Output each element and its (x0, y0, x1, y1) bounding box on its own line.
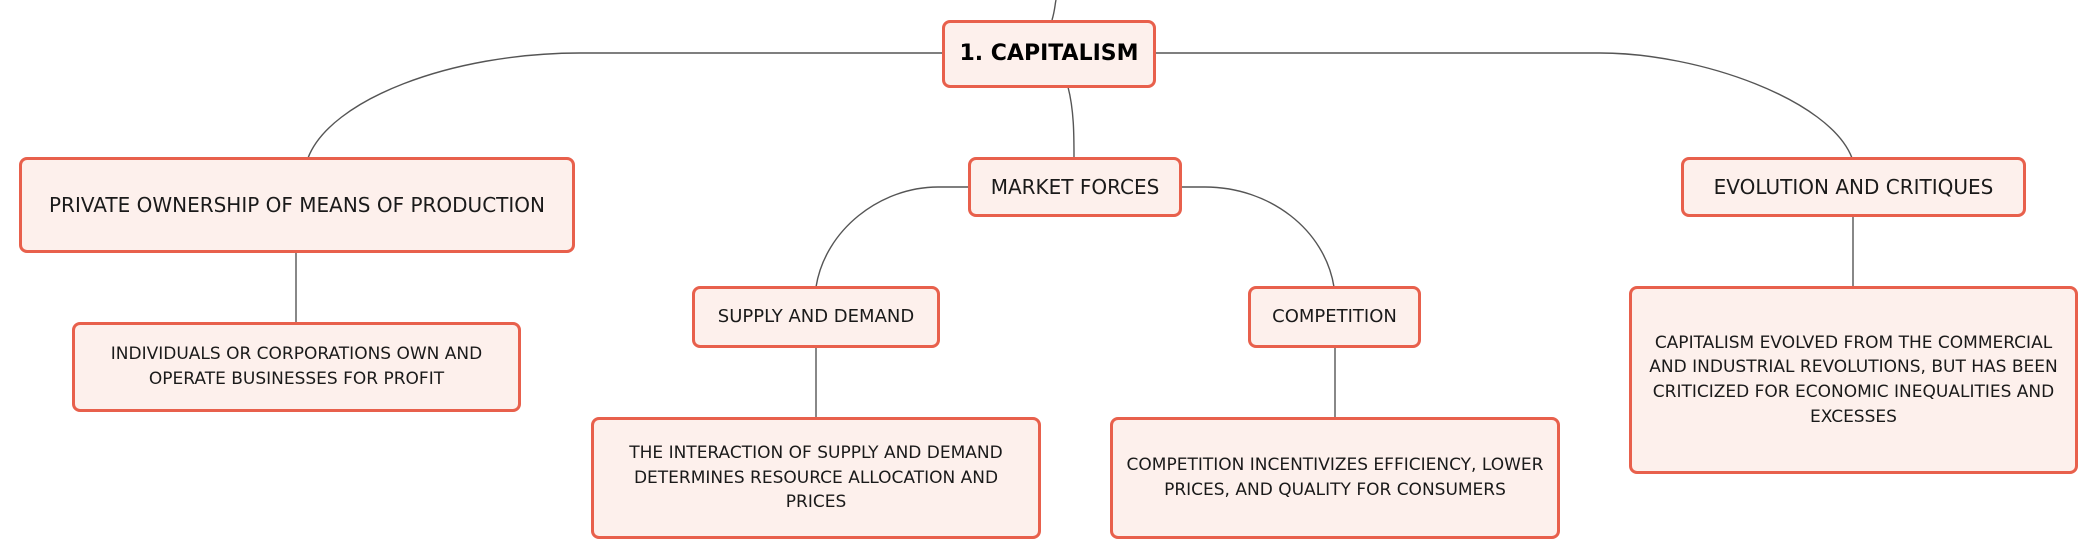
node-supply-and-demand-detail[interactable]: THE INTERACTION OF SUPPLY AND DEMAND DET… (591, 417, 1041, 539)
connector-root-ownership (307, 52, 942, 159)
node-supply-and-demand[interactable]: SUPPLY AND DEMAND (692, 286, 940, 348)
connector-root-evolution (1155, 52, 1853, 159)
node-evolution-and-critiques-detail[interactable]: CAPITALISM EVOLVED FROM THE COMMERCIAL A… (1629, 286, 2078, 474)
node-evolution-and-critiques[interactable]: EVOLUTION AND CRITIQUES (1681, 157, 2026, 217)
node-competition-detail[interactable]: COMPETITION INCENTIVIZES EFFICIENCY, LOW… (1110, 417, 1560, 539)
connector-root-parent (1051, 0, 1057, 21)
connector-root-market (1067, 86, 1075, 159)
node-private-ownership[interactable]: PRIVATE OWNERSHIP OF MEANS OF PRODUCTION (19, 157, 575, 253)
root-node-capitalism[interactable]: 1. CAPITALISM (942, 20, 1156, 88)
connector-market-supply (815, 186, 968, 288)
connector-market-competition (1181, 186, 1335, 288)
node-market-forces[interactable]: MARKET FORCES (968, 157, 1182, 217)
node-private-ownership-detail[interactable]: INDIVIDUALS OR CORPORATIONS OWN AND OPER… (72, 322, 521, 412)
node-competition[interactable]: COMPETITION (1248, 286, 1421, 348)
